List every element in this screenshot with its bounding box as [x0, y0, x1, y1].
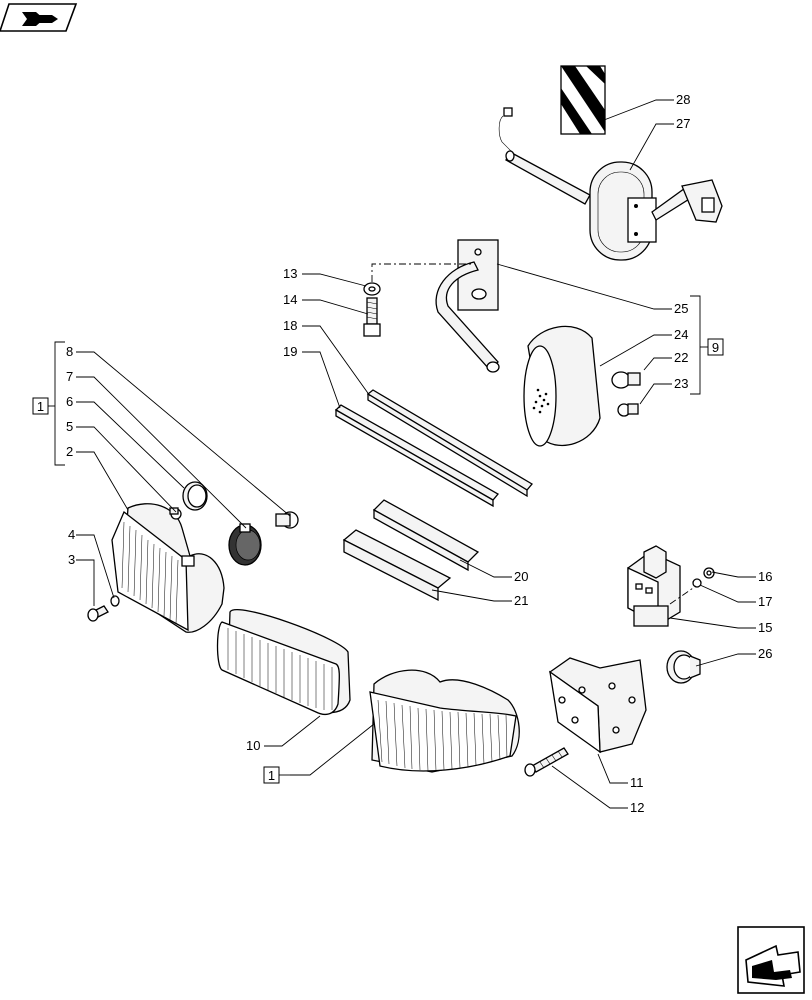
callout-3: 3 [68, 552, 75, 567]
assembly-box-right-label: 9 [712, 340, 719, 355]
group-bracket-right [690, 295, 724, 395]
lens-6 [182, 481, 208, 511]
assembly-box-bottom-label: 1 [268, 768, 275, 783]
callout-27: 27 [676, 116, 690, 131]
leader-lines [76, 99, 756, 809]
bulb-5 [169, 507, 182, 520]
arrow-back-icon[interactable] [0, 3, 78, 32]
lamp-bracket-pipe [435, 239, 500, 373]
callout-13: 13 [283, 266, 297, 281]
work-lamp-10 [216, 609, 351, 716]
callout-25: 25 [674, 301, 688, 316]
callout-14: 14 [283, 292, 297, 307]
callout-16: 16 [758, 569, 772, 584]
beacon-assembly [498, 107, 723, 261]
corner-lamp-right [369, 669, 520, 773]
callout-8: 8 [66, 344, 73, 359]
group-box-bottom [263, 766, 290, 784]
callout-21: 21 [514, 593, 528, 608]
callout-numbers: 28 27 25 24 22 23 13 14 18 19 8 7 6 5 2 … [37, 92, 773, 815]
callout-4: 4 [68, 527, 75, 542]
bulb-23 [617, 403, 639, 417]
profile-20 [372, 499, 480, 572]
callout-20: 20 [514, 569, 528, 584]
profile-21 [342, 529, 452, 602]
bulb-8 [275, 511, 299, 529]
assembly-box-left-label: 1 [37, 399, 44, 414]
switch-15 [627, 545, 681, 627]
plug-26 [666, 650, 701, 684]
callout-5: 5 [66, 419, 73, 434]
callout-6: 6 [66, 394, 73, 409]
screw-12 [524, 747, 569, 777]
screw-3 [87, 605, 109, 622]
strip-18 [366, 389, 533, 498]
callout-18: 18 [283, 318, 297, 333]
corner-lamp-left [111, 503, 225, 633]
washer-17 [692, 578, 702, 588]
callout-22: 22 [674, 350, 688, 365]
bulb-22 [611, 371, 641, 389]
callout-15: 15 [758, 620, 772, 635]
bracket-11 [548, 657, 647, 754]
nut-16 [703, 567, 715, 579]
callout-11: 11 [630, 775, 644, 790]
callout-28: 28 [676, 92, 690, 107]
callout-10: 10 [246, 738, 260, 753]
group-bracket-left [32, 341, 65, 466]
callout-24: 24 [674, 327, 688, 342]
callout-7: 7 [66, 369, 73, 384]
bolt-14 [363, 297, 381, 337]
washer-13 [363, 282, 381, 296]
arrow-next-icon[interactable] [737, 926, 805, 994]
side-lamp [523, 325, 601, 447]
warning-reflector-sign [560, 65, 606, 135]
callout-23: 23 [674, 376, 688, 391]
washer-4 [110, 595, 120, 607]
callout-17: 17 [758, 594, 772, 609]
side-marker-7 [228, 523, 262, 566]
callout-19: 19 [283, 344, 297, 359]
callout-2: 2 [66, 444, 73, 459]
callout-26: 26 [758, 646, 772, 661]
callout-12: 12 [630, 800, 644, 815]
